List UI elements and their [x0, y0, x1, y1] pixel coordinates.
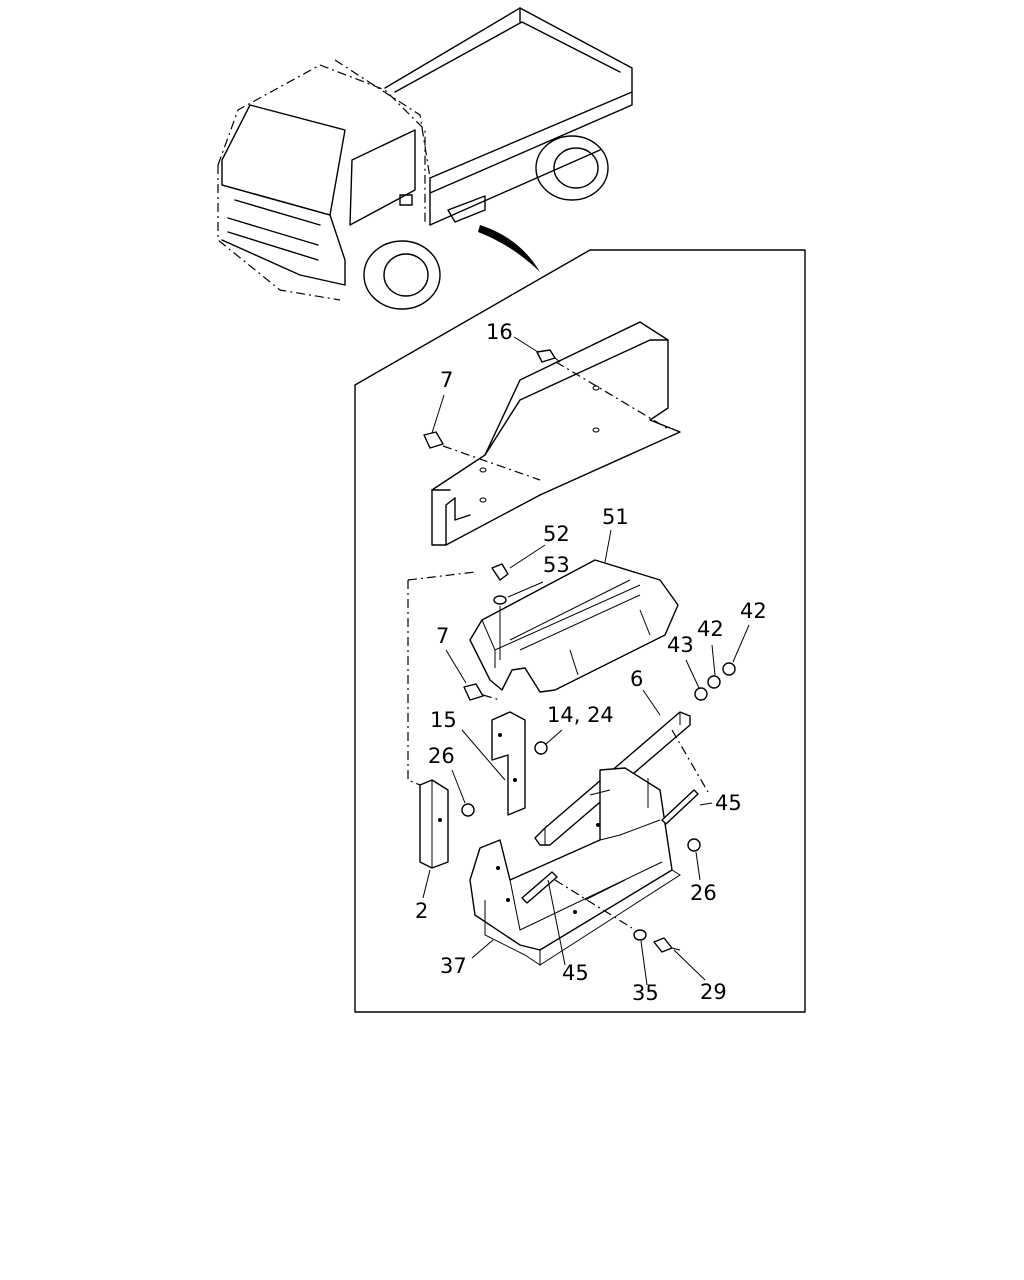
- hook-bolt-45-right: [647, 778, 713, 825]
- truck-illustration: [217, 7, 633, 310]
- callout-51: 51: [602, 505, 629, 529]
- washer-53: [493, 581, 544, 660]
- nut-26-right: [687, 838, 701, 881]
- washer-43: [685, 659, 708, 701]
- bolt-16: [513, 336, 671, 431]
- callout-2: 2: [415, 899, 428, 923]
- washer-35: [633, 929, 648, 986]
- callout-7-mid: 7: [436, 624, 449, 648]
- callout-26-left: 26: [428, 744, 455, 768]
- callout-53: 53: [543, 553, 570, 577]
- bracket-2: [407, 571, 476, 899]
- callout-7-top: 7: [440, 368, 453, 392]
- detail-frame: [354, 249, 806, 1013]
- bolt-7-mid: [445, 649, 501, 701]
- nut-14-24: [534, 729, 563, 755]
- callout-26-right: 26: [690, 881, 717, 905]
- callout-14-24: 14, 24: [547, 703, 614, 727]
- callout-42-inner: 42: [697, 617, 724, 641]
- callout-45-right: 45: [715, 791, 742, 815]
- callout-29: 29: [700, 980, 727, 1004]
- callout-43: 43: [667, 633, 694, 657]
- nut-42-outer: [722, 624, 750, 676]
- callout-labels: 16 7 52 51 53 42 42 43 7 6 15 14, 24 26 …: [415, 320, 767, 1005]
- bracket-15: [461, 711, 526, 816]
- bolt-29: [653, 937, 706, 981]
- callout-45-bottom: 45: [562, 961, 589, 985]
- callout-35: 35: [632, 981, 659, 1005]
- hook-bolt-45-bottom: [521, 871, 633, 966]
- battery-cover-51: [469, 529, 679, 693]
- nut-26-left: [451, 769, 475, 817]
- nut-42-inner: [707, 644, 721, 689]
- battery-tray-37: [469, 767, 681, 966]
- callout-52: 52: [543, 522, 570, 546]
- callout-16: 16: [486, 320, 513, 344]
- callout-37: 37: [440, 954, 467, 978]
- frame-rail: [431, 321, 681, 546]
- wing-nut-52: [491, 544, 546, 581]
- callout-6: 6: [630, 667, 643, 691]
- callout-15: 15: [430, 708, 457, 732]
- bolt-7-top: [423, 394, 541, 481]
- callout-42-outer: 42: [740, 599, 767, 623]
